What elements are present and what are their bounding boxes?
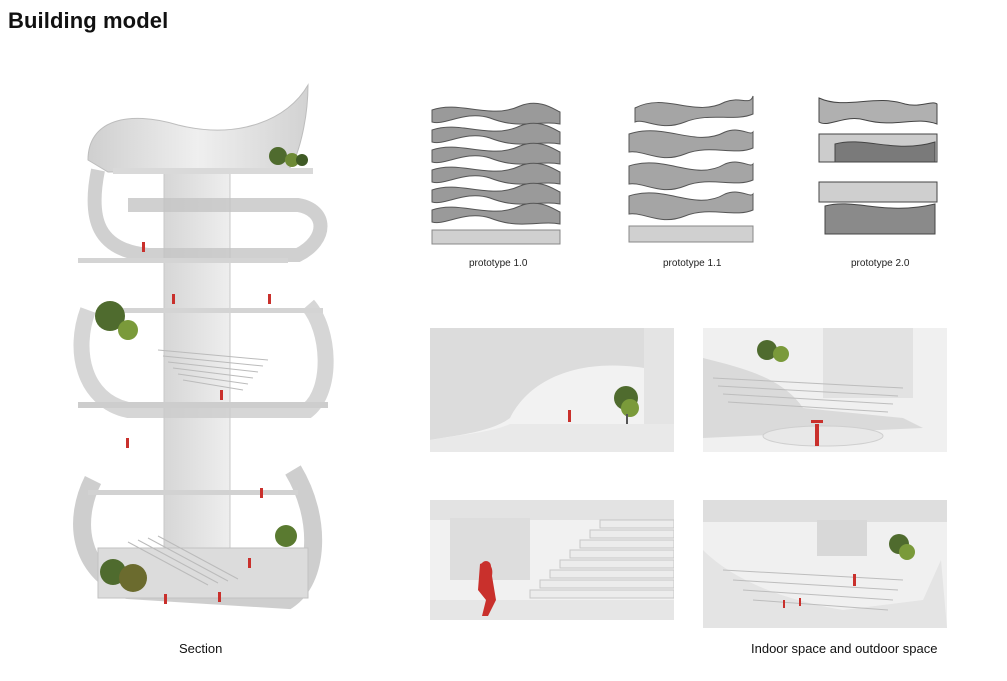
spaces-caption: Indoor space and outdoor space xyxy=(751,641,938,656)
section-caption: Section xyxy=(179,641,223,656)
space-view-1-image xyxy=(430,328,674,452)
space-view-3-image xyxy=(430,500,674,620)
prototype-1-0-image xyxy=(430,100,562,252)
prototype-1-0-caption: prototype 1.0 xyxy=(469,258,528,269)
space-view-2-image xyxy=(703,328,947,452)
prototype-2-0-image xyxy=(815,94,939,244)
prototype-1-1-caption: prototype 1.1 xyxy=(663,258,722,269)
prototype-2-0-caption: prototype 2.0 xyxy=(851,258,910,269)
section-model-image xyxy=(68,80,336,640)
prototype-1-1-image xyxy=(625,92,757,250)
page-title: Building model xyxy=(8,8,169,33)
space-view-4-image xyxy=(703,500,947,628)
